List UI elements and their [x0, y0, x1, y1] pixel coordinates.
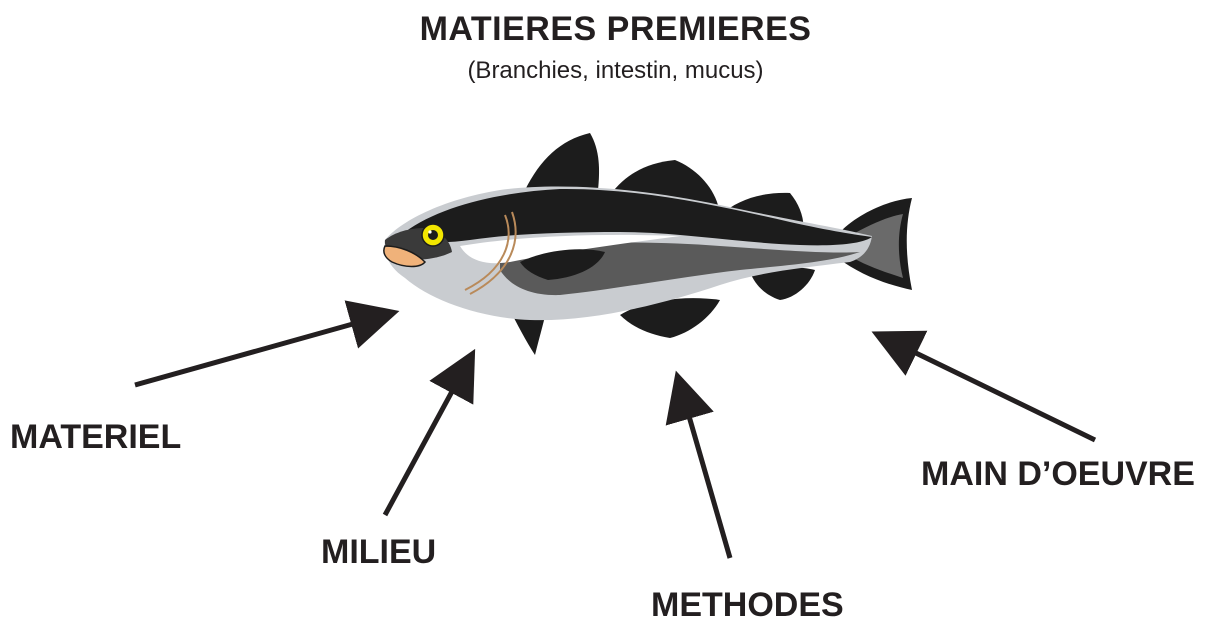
arrow-methodes [680, 385, 730, 558]
arrow-milieu [385, 362, 468, 515]
cause-label-main-oeuvre: MAIN D’OEUVRE [921, 455, 1195, 494]
arrow-main-oeuvre [885, 338, 1095, 440]
fish-illustration [384, 133, 912, 355]
arrow-materiel [135, 315, 385, 385]
dorsal-fin-1 [525, 133, 599, 190]
cause-label-methodes: METHODES [651, 586, 844, 625]
cause-label-milieu: MILIEU [321, 533, 436, 572]
cause-label-materiel: MATERIEL [10, 418, 181, 457]
